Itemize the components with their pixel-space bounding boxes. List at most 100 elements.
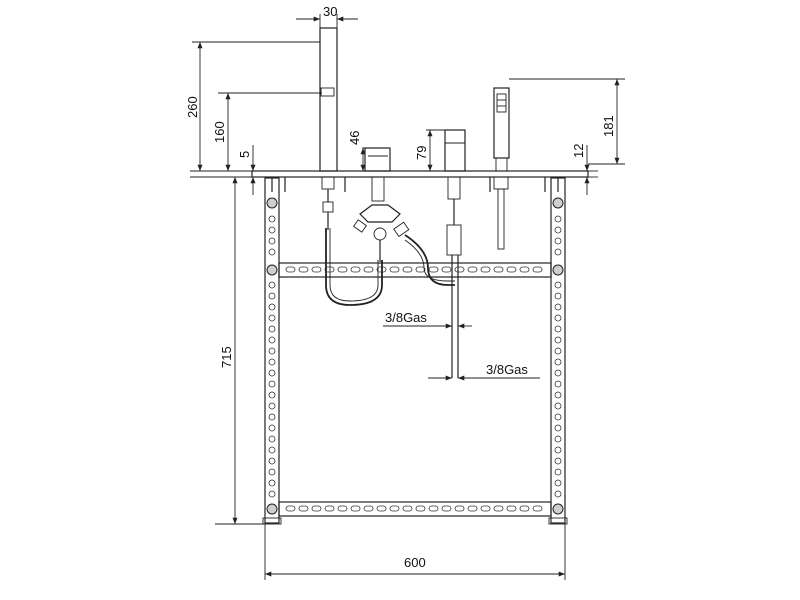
- hand-shower: [493, 87, 510, 250]
- frame-slot: [554, 336, 562, 344]
- frame-slot: [554, 248, 562, 256]
- dim-frame-height: 715: [219, 346, 234, 368]
- bolt-icon: [266, 503, 278, 515]
- frame-slot: [532, 266, 543, 273]
- frame-slot: [454, 266, 465, 273]
- frame-slot: [268, 325, 276, 333]
- dim-valve-height: 46: [347, 131, 362, 145]
- frame-slot: [268, 479, 276, 487]
- frame-slot: [554, 380, 562, 388]
- bolt-icon: [552, 197, 564, 209]
- frame-slot: [428, 266, 439, 273]
- frame-slot: [467, 505, 478, 512]
- dim-mixer-height: 79: [414, 146, 429, 160]
- frame-slot: [506, 505, 517, 512]
- frame-slot: [554, 369, 562, 377]
- bolt-icon: [266, 264, 278, 276]
- frame-slot: [363, 505, 374, 512]
- connection-upper-label: 3/8Gas: [385, 310, 427, 325]
- frame-slot: [298, 505, 309, 512]
- frame-slot: [554, 413, 562, 421]
- frame-slot: [268, 336, 276, 344]
- frame-slot: [554, 435, 562, 443]
- frame-slot: [268, 281, 276, 289]
- frame-slot: [554, 457, 562, 465]
- frame-slot: [350, 266, 361, 273]
- mixer: [444, 129, 466, 378]
- frame-slot: [554, 303, 562, 311]
- frame-slot: [337, 505, 348, 512]
- frame-slot: [554, 237, 562, 245]
- frame-slot: [554, 325, 562, 333]
- frame-slot: [268, 347, 276, 355]
- frame-slot: [554, 424, 562, 432]
- dim-spout-width: 30: [323, 4, 337, 19]
- frame-slot: [268, 226, 276, 234]
- frame-slot: [324, 505, 335, 512]
- frame-slot: [554, 468, 562, 476]
- frame-slot: [441, 505, 452, 512]
- frame-slot: [324, 266, 335, 273]
- frame-slot: [268, 490, 276, 498]
- frame-slot: [311, 266, 322, 273]
- bolt-icon: [266, 197, 278, 209]
- frame-slot: [506, 266, 517, 273]
- frame-slot: [285, 266, 296, 273]
- frame-slot: [268, 391, 276, 399]
- frame-slot: [268, 292, 276, 300]
- frame-slot: [389, 505, 400, 512]
- frame-slot: [480, 505, 491, 512]
- frame-slot: [298, 266, 309, 273]
- frame-slot: [532, 505, 543, 512]
- deck-studs: [271, 177, 559, 192]
- frame-slot: [268, 237, 276, 245]
- frame-slot: [268, 380, 276, 388]
- frame-slot: [415, 505, 426, 512]
- diverter-hose: [404, 234, 455, 286]
- mounting-frame: [262, 177, 568, 525]
- dimension-lines: [192, 14, 625, 580]
- frame-slot: [554, 292, 562, 300]
- frame-slot: [389, 266, 400, 273]
- dim-handle-height: 160: [212, 121, 227, 143]
- frame-slot: [519, 266, 530, 273]
- frame-slot: [268, 468, 276, 476]
- frame-slot: [519, 505, 530, 512]
- frame-slot: [337, 266, 348, 273]
- frame-slot: [268, 413, 276, 421]
- frame-slot: [268, 215, 276, 223]
- frame-slot: [467, 266, 478, 273]
- frame-slot: [311, 505, 322, 512]
- frame-slot: [268, 457, 276, 465]
- frame-slot: [554, 402, 562, 410]
- bolt-icon: [552, 503, 564, 515]
- diverter-valve: [352, 147, 410, 262]
- frame-slot: [454, 505, 465, 512]
- frame-slot: [350, 505, 361, 512]
- frame-slot: [441, 266, 452, 273]
- frame-slot: [554, 391, 562, 399]
- frame-slot: [268, 358, 276, 366]
- frame-slot: [268, 424, 276, 432]
- spout: [319, 27, 338, 230]
- frame-slot: [402, 266, 413, 273]
- frame-slot: [554, 446, 562, 454]
- dim-total-height: 260: [185, 96, 200, 118]
- frame-slot: [554, 479, 562, 487]
- frame-slot: [554, 281, 562, 289]
- frame-bolts: [266, 197, 564, 515]
- frame-slot: [268, 248, 276, 256]
- frame-slot: [554, 215, 562, 223]
- frame-slot: [363, 266, 374, 273]
- frame-slot: [493, 266, 504, 273]
- dim-deck-thickness: 5: [237, 151, 252, 158]
- frame-slot: [493, 505, 504, 512]
- frame-slot: [554, 226, 562, 234]
- frame-slot: [268, 435, 276, 443]
- spout-hose: [325, 228, 383, 306]
- frame-slot: [415, 266, 426, 273]
- frame-slot: [268, 314, 276, 322]
- dim-plate-offset: 12: [571, 144, 586, 158]
- frame-slot: [268, 446, 276, 454]
